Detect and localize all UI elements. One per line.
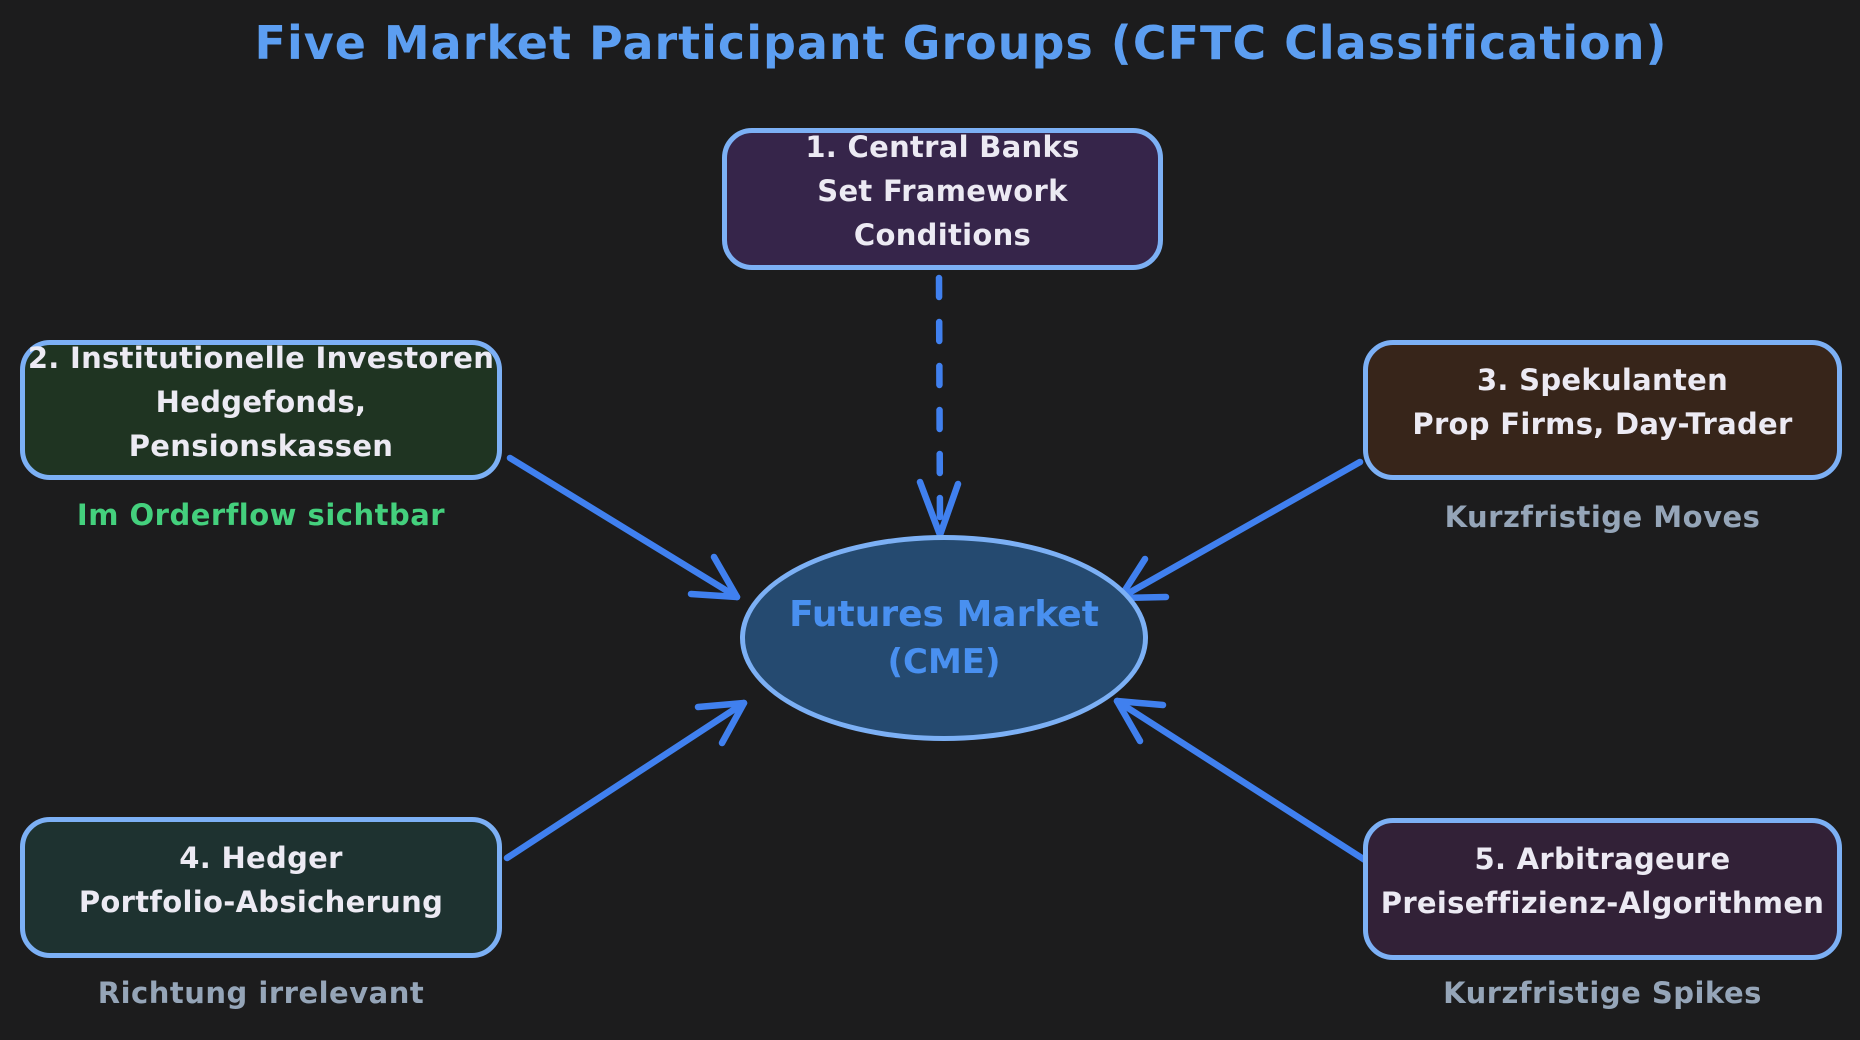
node-institutional-investors: 2. Institutionelle Investoren Hedgefonds… (20, 340, 502, 480)
futures-market-line1: Futures Market (789, 594, 1099, 635)
node-hedgers-line2: Portfolio-Absicherung (78, 884, 444, 919)
node-arbitrageurs: 5. Arbitrageure Preiseffizienz-Algorithm… (1363, 818, 1842, 960)
node-central-banks: 1. Central Banks Set Framework Condition… (722, 128, 1163, 270)
note-orderflow-visible: Im Orderflow sichtbar (76, 498, 446, 532)
node-arbitrageurs-line2: Preiseffizienz-Algorithmen (1380, 886, 1825, 920)
node-central-banks-line2: Set Framework Conditions (817, 174, 1068, 252)
node-speculators-line2: Prop Firms, Day-Trader (1412, 407, 1793, 441)
arrow-central-banks-to-market (916, 274, 962, 539)
arrow-arbitrageurs-to-market (1113, 697, 1372, 866)
note-short-term-spikes: Kurzfristige Spikes (1443, 976, 1762, 1010)
futures-market-line2: (CME) (887, 642, 1001, 682)
node-institutional-line2: Hedgefonds, Pensionskassen (128, 385, 394, 463)
node-futures-market: Futures Market (CME) (740, 535, 1148, 741)
arrow-speculators-to-market (1116, 458, 1364, 602)
node-hedgers-line1: 4. Hedger (179, 840, 343, 875)
note-direction-irrelevant: Richtung irrelevant (97, 976, 425, 1010)
node-hedgers: 4. Hedger Portfolio-Absicherung (20, 817, 502, 958)
arrow-hedgers-to-market (503, 699, 748, 862)
node-speculators-line1: 3. Spekulanten (1476, 363, 1729, 397)
diagram-title: Five Market Participant Groups (CFTC Cla… (254, 16, 1668, 70)
arrow-institutional-to-market (506, 454, 741, 601)
node-arbitrageurs-line1: 5. Arbitrageure (1474, 842, 1731, 876)
node-speculators: 3. Spekulanten Prop Firms, Day-Trader (1363, 340, 1842, 480)
node-central-banks-line1: 1. Central Banks (805, 130, 1080, 164)
node-institutional-line1: 2. Institutionelle Investoren (27, 341, 495, 375)
note-short-term-moves: Kurzfristige Moves (1444, 500, 1761, 534)
